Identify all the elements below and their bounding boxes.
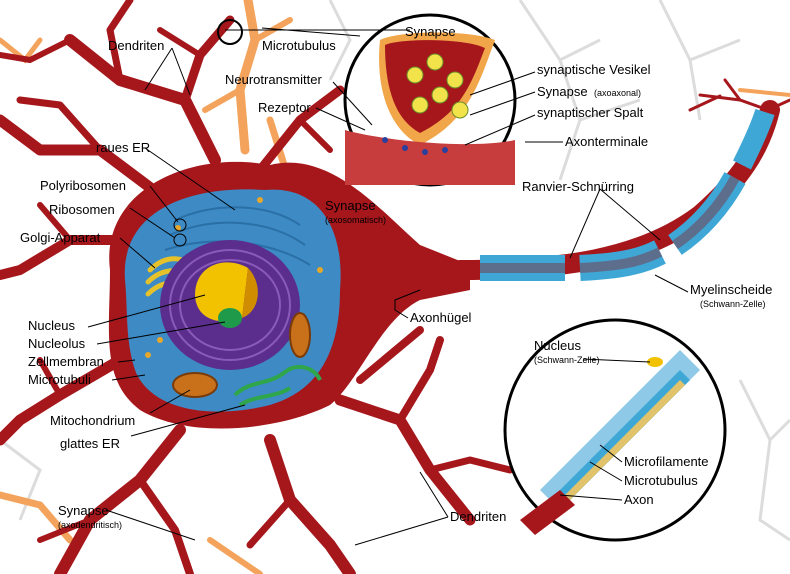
smooth-er xyxy=(233,364,322,407)
label-ribosomen: Ribosomen xyxy=(49,202,115,217)
label-synapse-axosomatisch-sub: (axosomatisch) xyxy=(325,215,386,225)
label-golgi-apparat: Golgi-Apparat xyxy=(20,230,101,245)
nucleus-group xyxy=(160,240,300,370)
label-raues-er: raues ER xyxy=(96,140,150,155)
leader-lines xyxy=(87,27,689,546)
label-polyribosomen: Polyribosomen xyxy=(40,178,126,193)
label-glattes-er: glattes ER xyxy=(60,436,120,451)
label-axonterminale: Axonterminale xyxy=(565,134,648,149)
label-microfilamente: Microfilamente xyxy=(624,454,709,469)
label-microtubulus-top: Microtubulus xyxy=(262,38,336,53)
label-synaptische-vesikel: synaptische Vesikel xyxy=(537,62,651,77)
labels: Dendriten Microtubulus Synapse Neurotran… xyxy=(20,24,772,530)
label-rezeptor: Rezeptor xyxy=(258,100,311,115)
label-nucleus-schwann: Nucleus xyxy=(534,338,581,353)
label-dendriten-bottom: Dendriten xyxy=(450,509,506,524)
label-dendriten-top: Dendriten xyxy=(108,38,164,53)
axon-zoom-circle xyxy=(503,318,727,542)
label-synapse-axoaxonal-sub: (axoaxonal) xyxy=(594,88,641,98)
label-nucleolus: Nucleolus xyxy=(28,336,86,351)
polyribosome-circles xyxy=(173,218,187,247)
axon xyxy=(450,100,780,282)
label-nucleus-schwann-sub: (Schwann-Zelle) xyxy=(534,355,600,365)
label-synapse-top: Synapse xyxy=(405,24,456,39)
label-myelinscheide-sub: (Schwann-Zelle) xyxy=(700,299,766,309)
axon-terminal xyxy=(688,78,790,112)
ribosomes xyxy=(145,197,323,358)
label-axonhuegel: Axonhügel xyxy=(410,310,472,325)
dendrite-tree xyxy=(0,0,514,574)
label-axon: Axon xyxy=(624,492,654,507)
synapse-highlight-circle xyxy=(217,19,243,45)
label-microtubulus-axon: Microtubulus xyxy=(624,473,698,488)
label-ranvier-schnuerring: Ranvier-Schnürring xyxy=(522,179,634,194)
label-myelinscheide: Myelinscheide xyxy=(690,282,772,297)
label-synaptischer-spalt: synaptischer Spalt xyxy=(537,105,644,120)
label-synapse-axosomatisch: Synapse xyxy=(325,198,376,213)
label-zellmembran: Zellmembran xyxy=(28,354,104,369)
label-synapse-axodendritisch-sub: (axodendritisch) xyxy=(58,520,122,530)
label-microtubuli: Microtubuli xyxy=(28,372,91,387)
synapse-zoom-circle xyxy=(343,13,517,187)
mitochondria xyxy=(172,312,311,398)
label-neurotransmitter: Neurotransmitter xyxy=(225,72,322,87)
label-synapse-axodendritisch: Synapse xyxy=(58,503,109,518)
label-mitochondrium: Mitochondrium xyxy=(50,413,135,428)
label-nucleus: Nucleus xyxy=(28,318,75,333)
label-synapse-axoaxonal: Synapse xyxy=(537,84,588,99)
